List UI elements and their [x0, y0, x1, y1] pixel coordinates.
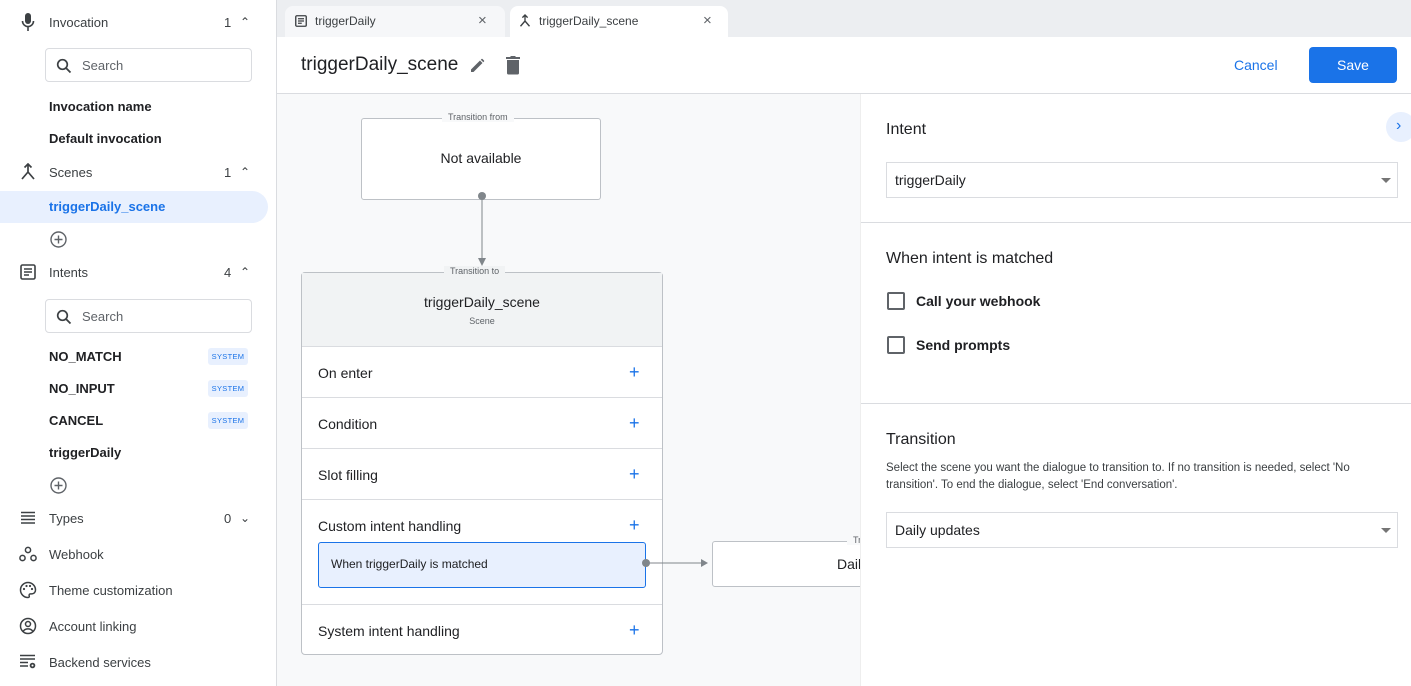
system-intent-row[interactable]: System intent handling+: [302, 604, 662, 655]
tab-bar: triggerDaily × triggerDaily_scene ×: [277, 0, 1411, 37]
microphone-icon: [18, 12, 38, 32]
add-icon[interactable]: +: [629, 620, 640, 640]
cancel-button[interactable]: Cancel: [1234, 57, 1278, 73]
sidebar-item-scene-selected[interactable]: triggerDaily_scene: [0, 191, 268, 223]
save-button[interactable]: Save: [1309, 47, 1397, 83]
custom-intent-row: Custom intent handling+ When triggerDail…: [302, 499, 662, 604]
tab-triggerdaily-scene[interactable]: triggerDaily_scene ×: [510, 6, 728, 37]
sidebar-item-invocation-name[interactable]: Invocation name: [49, 99, 152, 114]
add-icon[interactable]: +: [629, 362, 640, 382]
call-webhook-checkbox[interactable]: [887, 292, 905, 310]
scene-header: triggerDaily_scene Cancel Save: [277, 37, 1411, 94]
sidebar-section-invocation[interactable]: Invocation 1 ⌃: [0, 7, 276, 37]
sidebar-item-default-invocation[interactable]: Default invocation: [49, 131, 162, 146]
intent-list-icon: [18, 262, 38, 282]
sidebar-section-intents[interactable]: Intents 4 ⌃: [0, 257, 276, 287]
close-icon[interactable]: ×: [478, 12, 487, 29]
intent-list-icon: [295, 15, 307, 27]
sidebar-item-backend-services[interactable]: Backend services: [0, 647, 276, 677]
account-circle-icon: [18, 616, 38, 636]
transition-connector: [478, 192, 486, 266]
on-enter-row[interactable]: On enter+: [302, 346, 662, 397]
scene-node-header[interactable]: Transition to triggerDaily_scene Scene: [302, 266, 662, 346]
search-icon: [56, 58, 72, 74]
sidebar-item-webhook[interactable]: Webhook: [0, 539, 276, 569]
scene-node: Transition to triggerDaily_scene Scene O…: [301, 266, 663, 655]
webhook-icon: [18, 544, 38, 564]
condition-row[interactable]: Condition+: [302, 397, 662, 448]
send-prompts-checkbox[interactable]: [887, 336, 905, 354]
search-icon: [56, 309, 72, 325]
system-badge: SYSTEM: [208, 412, 248, 429]
sidebar-item-account-linking[interactable]: Account linking: [0, 611, 276, 641]
intent-properties-panel: › Intent triggerDaily When intent is mat…: [860, 94, 1411, 686]
edit-pencil-icon[interactable]: [469, 56, 487, 74]
add-icon[interactable]: +: [629, 413, 640, 433]
sidebar-item-theme[interactable]: Theme customization: [0, 575, 276, 605]
scene-merge-icon: [519, 14, 531, 27]
transition-from-node: Transition from Not available: [361, 112, 601, 200]
chevron-down-icon[interactable]: ⌄: [240, 511, 251, 525]
add-icon[interactable]: +: [629, 464, 640, 484]
scene-merge-icon: [18, 162, 38, 182]
sidebar-section-scenes[interactable]: Scenes 1 ⌃: [0, 157, 276, 187]
divider: [861, 222, 1411, 223]
add-scene-icon[interactable]: [50, 231, 67, 248]
divider: [861, 403, 1411, 404]
palette-icon: [18, 580, 38, 600]
sidebar-item-intent[interactable]: triggerDaily: [49, 445, 122, 460]
target-scene-node[interactable]: Transition to Daily updates: [712, 535, 860, 587]
sidebar-item-intent[interactable]: CANCEL: [49, 413, 104, 428]
chevron-up-icon[interactable]: ⌃: [240, 265, 251, 279]
tab-triggerdaily[interactable]: triggerDaily ×: [285, 6, 505, 37]
add-intent-icon[interactable]: [50, 477, 67, 494]
backend-settings-icon: [18, 652, 38, 672]
add-icon[interactable]: +: [629, 515, 640, 535]
sidebar-item-intent[interactable]: NO_MATCH: [49, 349, 122, 364]
page-title: triggerDaily_scene: [301, 54, 459, 75]
dropdown-arrow-icon: [1381, 528, 1391, 533]
delete-trash-icon[interactable]: [505, 55, 521, 75]
intent-select[interactable]: triggerDaily: [886, 162, 1398, 198]
flow-canvas[interactable]: Transition from Not available Transition…: [277, 94, 860, 686]
sidebar: Invocation 1 ⌃ Search Invocation name De…: [0, 0, 277, 686]
close-icon[interactable]: ×: [703, 12, 712, 29]
sidebar-item-intent[interactable]: NO_INPUT: [49, 381, 115, 396]
sidebar-section-types[interactable]: Types 0 ⌄: [0, 503, 276, 533]
intent-handler-card[interactable]: When triggerDaily is matched: [318, 542, 646, 588]
collapse-panel-chevron-icon[interactable]: ›: [1386, 112, 1411, 142]
transition-select[interactable]: Daily updates: [886, 512, 1398, 548]
handler-connector: [642, 559, 708, 567]
invocation-search-input[interactable]: Search: [45, 48, 252, 82]
types-list-icon: [18, 508, 38, 528]
intents-search-input[interactable]: Search: [45, 299, 252, 333]
system-badge: SYSTEM: [208, 348, 248, 365]
chevron-up-icon[interactable]: ⌃: [240, 15, 251, 29]
chevron-up-icon[interactable]: ⌃: [240, 165, 251, 179]
system-badge: SYSTEM: [208, 380, 248, 397]
slot-filling-row[interactable]: Slot filling+: [302, 448, 662, 499]
dropdown-arrow-icon: [1381, 178, 1391, 183]
